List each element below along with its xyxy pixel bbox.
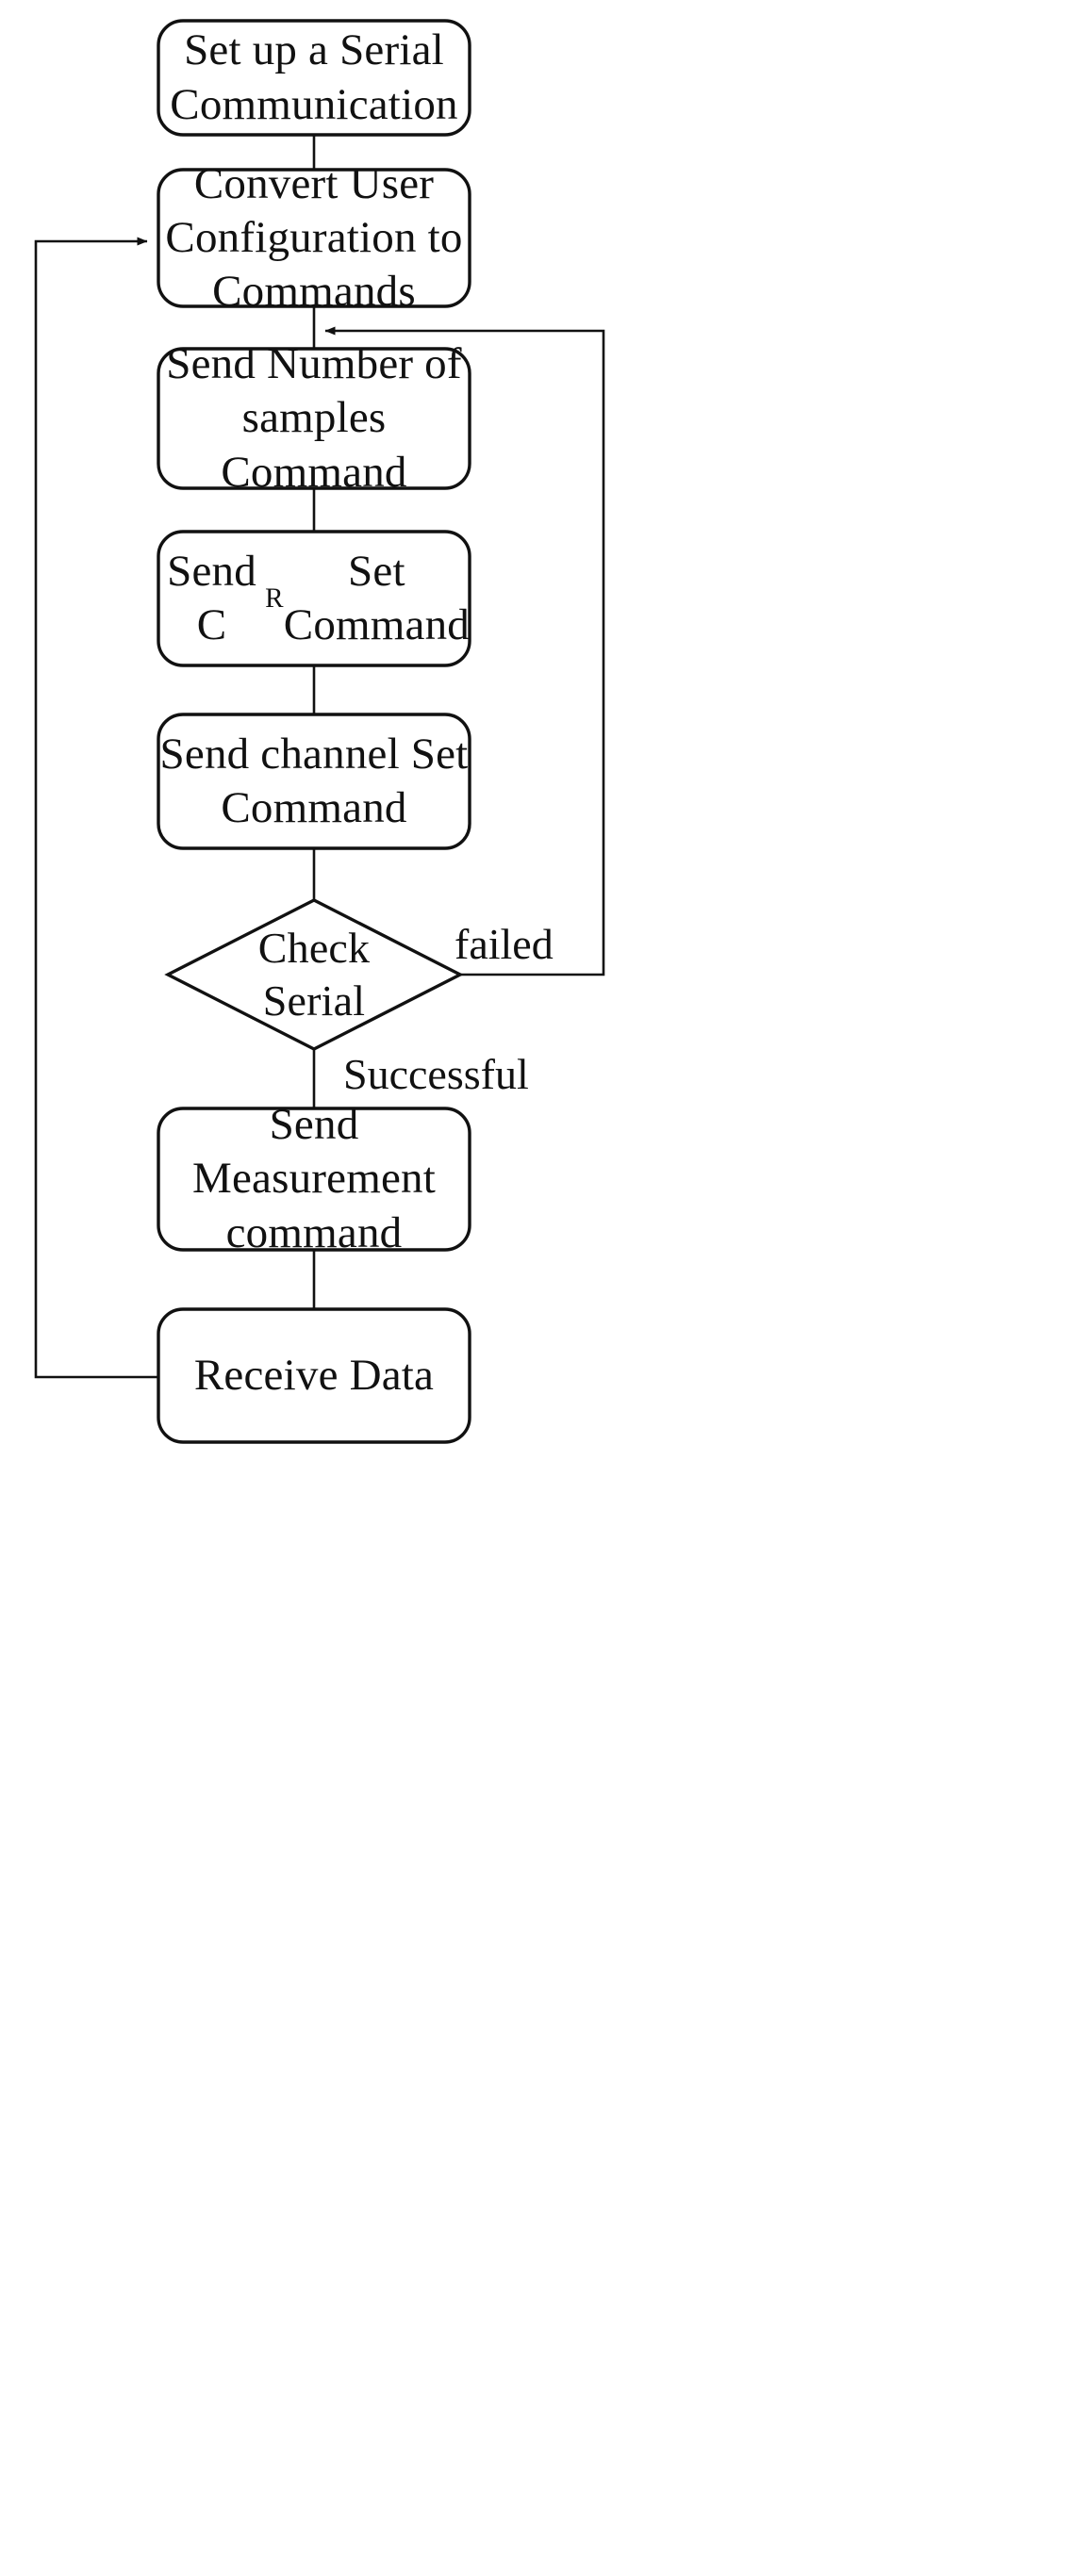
node-send-measurement	[157, 1107, 471, 1252]
node-setup-serial	[157, 19, 471, 137]
edge-label-successful: Successful	[343, 1050, 529, 1098]
node-send-cr-set	[157, 530, 471, 667]
node-check-serial	[164, 898, 464, 1051]
edge-failed-loop	[324, 326, 605, 976]
node-send-channel-set	[157, 713, 471, 850]
node-receive-data	[157, 1307, 471, 1444]
edge-label-failed: failed	[455, 920, 554, 968]
edge-receive-to-convert-loop	[34, 237, 158, 1379]
node-convert-config	[157, 168, 471, 308]
node-send-num-samples	[157, 347, 471, 490]
